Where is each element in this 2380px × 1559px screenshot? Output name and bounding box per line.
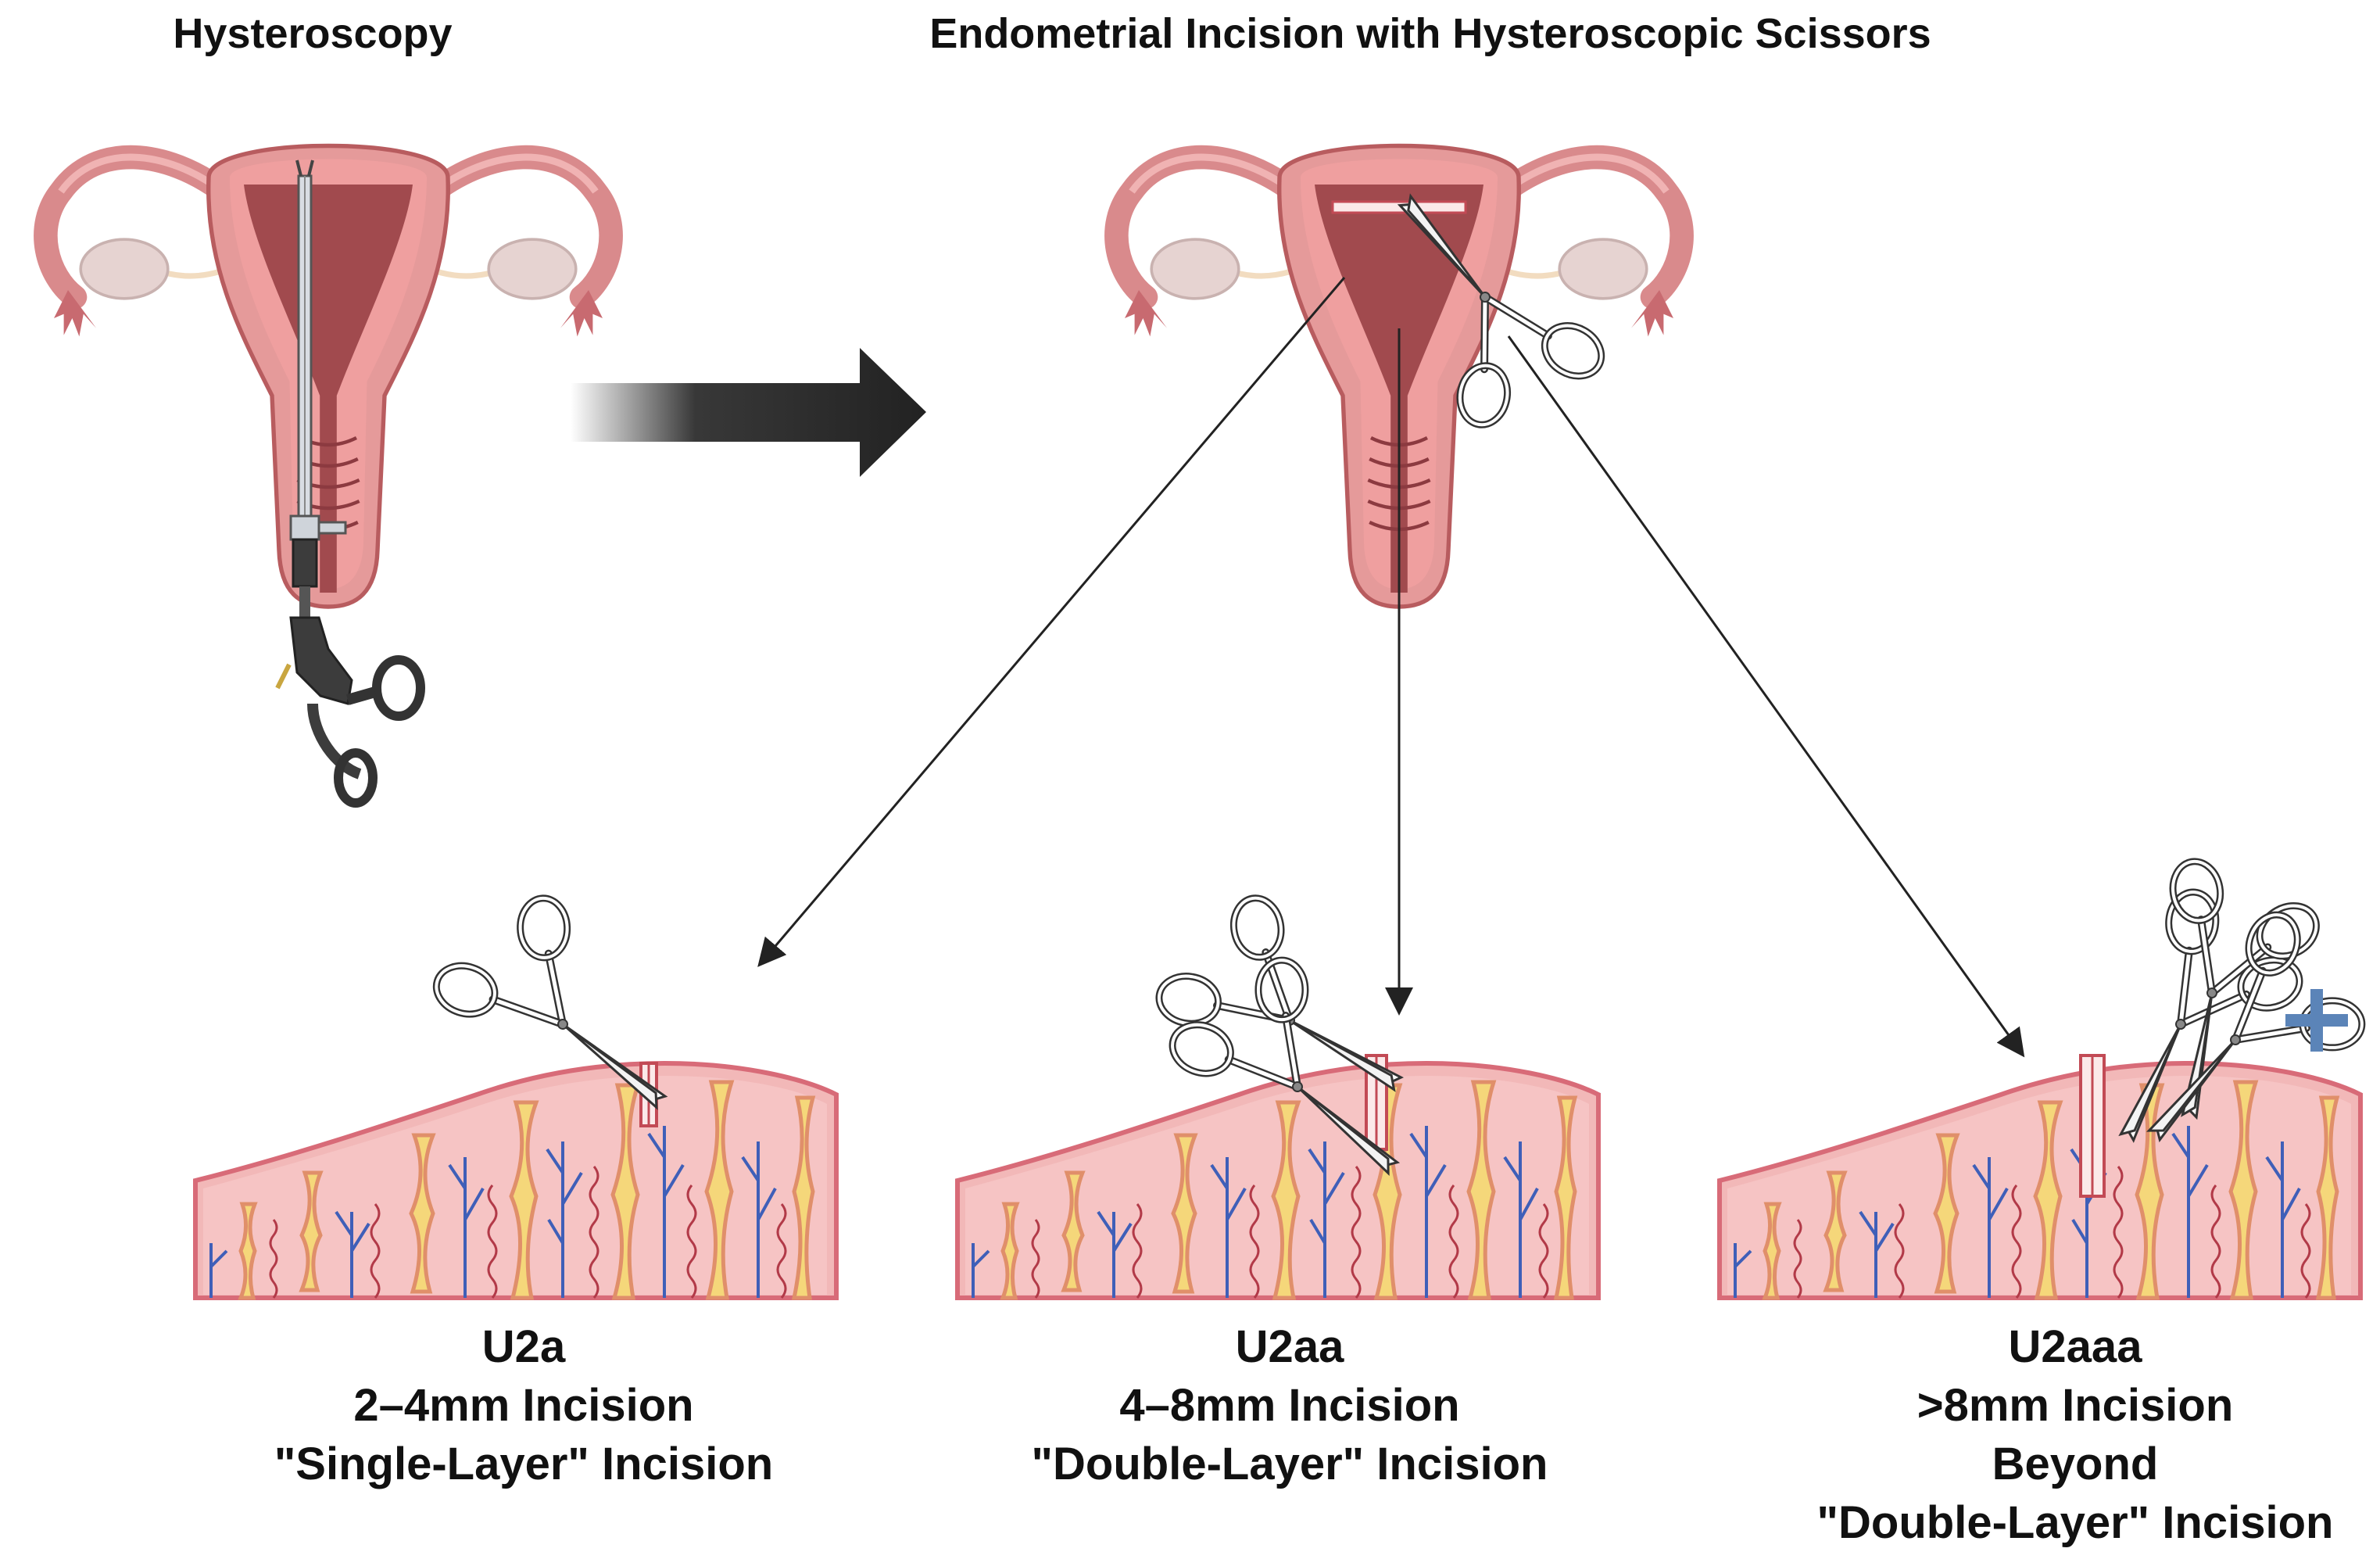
arrow-right-icon [571,348,926,477]
title-hysteroscopy: Hysteroscopy [173,10,453,57]
hysteroscopy-uterus [45,145,610,607]
hysteroscope-icon [275,159,425,808]
title-endometrial-incision: Endometrial Incision with Hysteroscopic … [929,10,1931,57]
caption-u2aa: U2aa 4–8mm Incision "Double-Layer" Incis… [993,1317,1587,1493]
tissue-panel-u2aaa [1720,1054,2360,1298]
incision-mark [1331,200,1467,214]
caption-line: 2–4mm Incision [353,1380,694,1431]
tissue-panel-u2a [195,1063,836,1298]
connector-lines [757,277,2025,1058]
caption-line: "Double-Layer" Incision [1031,1439,1548,1489]
caption-line: "Double-Layer" Incision [1816,1497,2334,1548]
tissue-panel-u2aa [957,1054,1598,1298]
caption-line: 4–8mm Incision [1119,1380,1460,1431]
caption-line: >8mm Incision [1917,1380,2234,1431]
caption-code: U2a [481,1321,566,1372]
caption-code: U2aaa [2008,1321,2142,1372]
plus-icon [2285,989,2348,1052]
caption-code: U2aa [1235,1321,1344,1372]
caption-u2a: U2a 2–4mm Incision "Single-Layer" Incisi… [234,1317,813,1493]
caption-line: Beyond [1992,1439,2159,1489]
caption-line: "Single-Layer" Incision [274,1439,774,1489]
caption-u2aaa: U2aaa >8mm Incision Beyond "Double-Layer… [1778,1317,2372,1552]
